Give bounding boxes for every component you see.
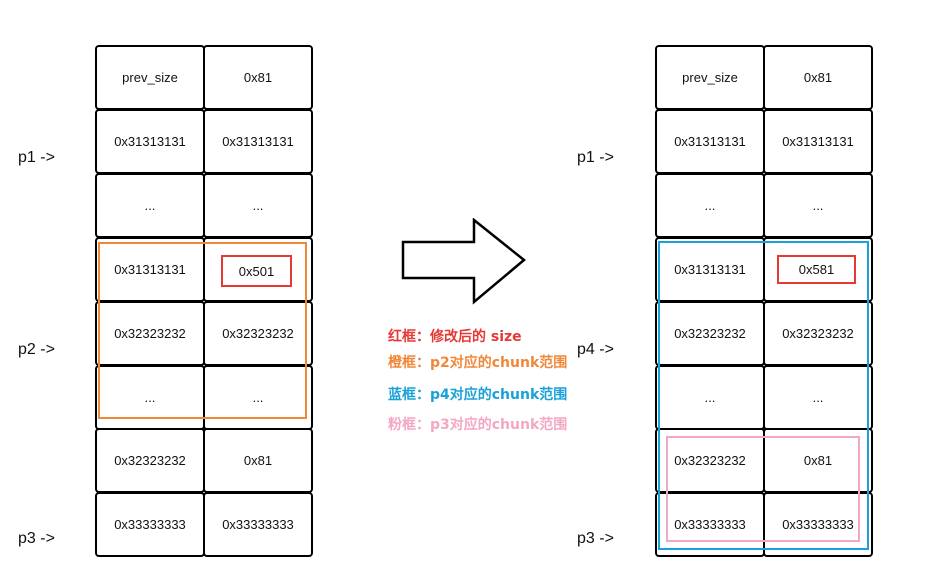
right-modified-size-box: 0x581 (777, 255, 856, 284)
left-cell-r4-c1: 0x32323232 (203, 301, 313, 366)
right-cell-r2-c1: ... (763, 173, 873, 238)
left-cell-r6-c0: 0x32323232 (95, 428, 205, 493)
right-cell-r4-c0: 0x32323232 (655, 301, 765, 366)
legend-red: 红框：修改后的 size (388, 329, 522, 345)
right-cell-r7-c1: 0x33333333 (763, 492, 873, 557)
right-cell-r4-c1: 0x32323232 (763, 301, 873, 366)
left-cell-r0-c0: prev_size (95, 45, 205, 110)
left-cell-r5-c1: ... (203, 365, 313, 430)
legend-blue: 蓝框：p4对应的chunk范围 (388, 387, 568, 403)
left-cell-r0-c1: 0x81 (203, 45, 313, 110)
left-cell-r5-c0: ... (95, 365, 205, 430)
left-cell-r3-c0: 0x31313131 (95, 237, 205, 302)
left-cell-r1-c1: 0x31313131 (203, 109, 313, 174)
legend-orange: 橙框：p2对应的chunk范围 (388, 355, 568, 371)
left-cell-r7-c1: 0x33333333 (203, 492, 313, 557)
right-cell-r5-c0: ... (655, 365, 765, 430)
right-cell-r0-c0: prev_size (655, 45, 765, 110)
left-pointer-p2: p2 -> (18, 341, 55, 358)
left-pointer-p3: p3 -> (18, 530, 55, 547)
legend-pink: 粉框：p3对应的chunk范围 (388, 417, 568, 433)
right-cell-r6-c1: 0x81 (763, 428, 873, 493)
right-cell-r2-c0: ... (655, 173, 765, 238)
right-cell-r6-c0: 0x32323232 (655, 428, 765, 493)
right-cell-r7-c0: 0x33333333 (655, 492, 765, 557)
left-cell-r7-c0: 0x33333333 (95, 492, 205, 557)
left-modified-size-box: 0x501 (221, 255, 292, 287)
left-cell-r4-c0: 0x32323232 (95, 301, 205, 366)
right-cell-r5-c1: ... (763, 365, 873, 430)
right-cell-r1-c1: 0x31313131 (763, 109, 873, 174)
right-pointer-p4: p4 -> (577, 341, 614, 358)
right-cell-r0-c1: 0x81 (763, 45, 873, 110)
left-cell-r2-c1: ... (203, 173, 313, 238)
right-pointer-p3: p3 -> (577, 530, 614, 547)
transition-arrow-icon (401, 218, 526, 305)
left-cell-r6-c1: 0x81 (203, 428, 313, 493)
left-pointer-p1: p1 -> (18, 149, 55, 166)
right-pointer-p1: p1 -> (577, 149, 614, 166)
left-cell-r2-c0: ... (95, 173, 205, 238)
right-cell-r1-c0: 0x31313131 (655, 109, 765, 174)
right-cell-r3-c0: 0x31313131 (655, 237, 765, 302)
left-cell-r1-c0: 0x31313131 (95, 109, 205, 174)
